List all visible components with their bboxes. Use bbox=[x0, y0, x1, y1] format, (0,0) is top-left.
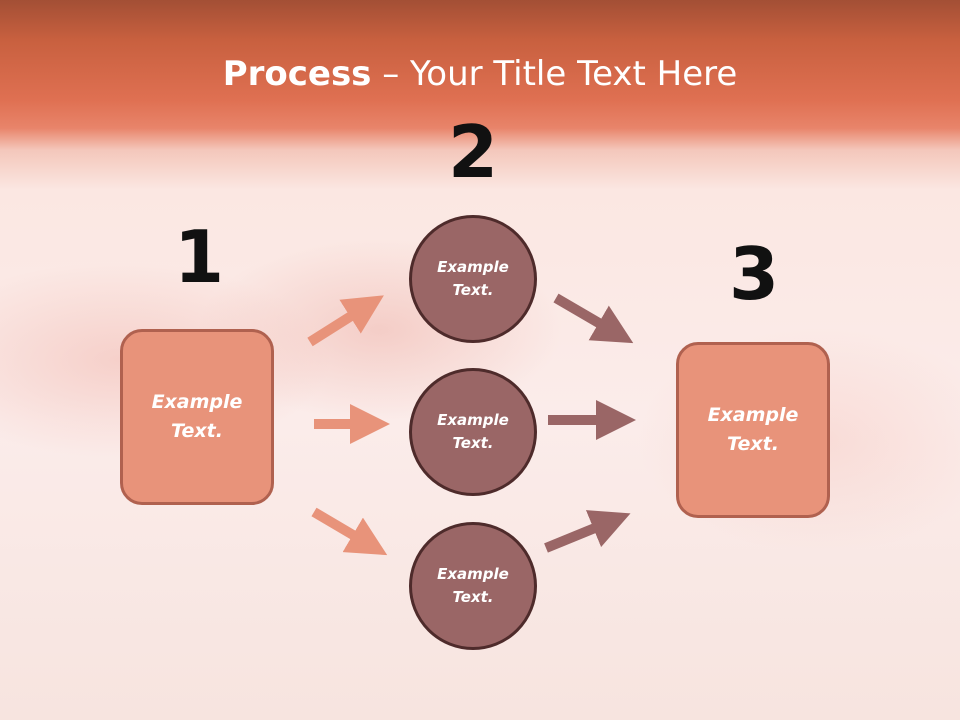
slide-title: Process – Your Title Text Here bbox=[0, 52, 960, 96]
arrow-bottom-to-right bbox=[544, 510, 631, 553]
process-box-right-text: Example Text. bbox=[707, 404, 799, 455]
arrow-top-to-right bbox=[553, 293, 634, 344]
arrow-left-to-top bbox=[307, 295, 384, 347]
title-bold: Process bbox=[222, 54, 372, 94]
process-circle-middle-text: Example Text. bbox=[437, 411, 509, 452]
process-circle-bottom[interactable]: Example Text. bbox=[409, 522, 537, 650]
process-circle-middle[interactable]: Example Text. bbox=[409, 368, 537, 496]
process-circle-bottom-text: Example Text. bbox=[437, 565, 509, 606]
step-number-1: 1 bbox=[173, 215, 225, 299]
process-box-left[interactable]: Example Text. bbox=[120, 329, 274, 505]
process-circle-top[interactable]: Example Text. bbox=[409, 215, 537, 343]
process-circle-top-text: Example Text. bbox=[437, 258, 509, 299]
arrow-left-to-bottom bbox=[311, 507, 388, 556]
title-rest: – Your Title Text Here bbox=[371, 54, 738, 94]
process-box-right[interactable]: Example Text. bbox=[676, 342, 830, 518]
process-box-left-text: Example Text. bbox=[151, 391, 243, 442]
step-number-2: 2 bbox=[447, 110, 499, 194]
step-number-3: 3 bbox=[728, 232, 780, 316]
